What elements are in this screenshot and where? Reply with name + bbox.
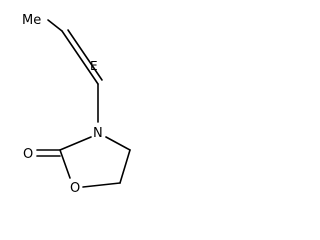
bond-ch2-n xyxy=(105,136,131,151)
stereo-descriptor-label: E xyxy=(90,59,98,73)
bond-c1-c2-double-a xyxy=(61,30,99,85)
ring-oxygen-atom-label: O xyxy=(70,181,80,196)
bond-ring-o-ch2 xyxy=(82,182,121,188)
carbonyl-oxygen-atom-label: O xyxy=(23,147,33,162)
nitrogen-atom-label: N xyxy=(93,126,103,141)
bond-n-carbonyl-c xyxy=(59,136,92,151)
bond-ch2-ch2 xyxy=(119,149,131,184)
molecule-diagram: Me E N O O xyxy=(22,13,131,196)
structure-canvas: Me E N O O xyxy=(0,0,157,229)
bond-carbonyl-c-ring-o xyxy=(59,149,71,179)
methyl-label: Me xyxy=(22,13,41,28)
bond-c1-c2-double-b xyxy=(67,29,103,81)
bond-me-c1 xyxy=(47,19,63,32)
